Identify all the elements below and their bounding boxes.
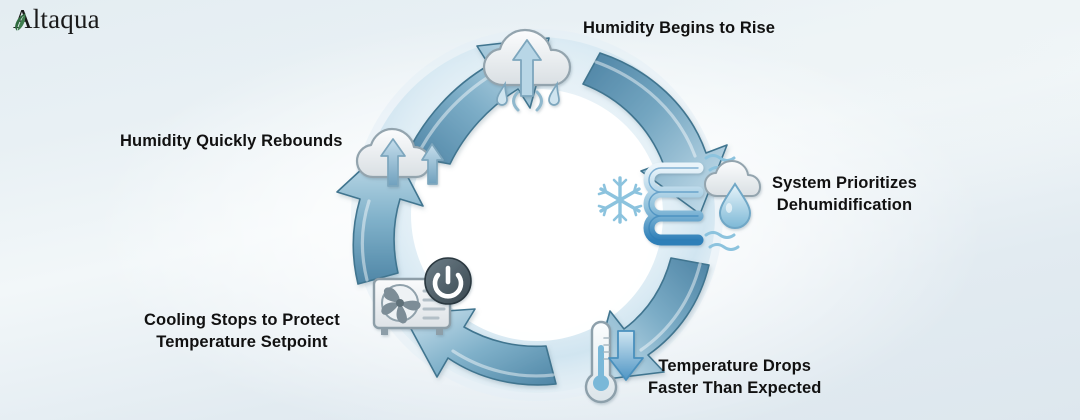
- arrow-cooling-to-rebound: [336, 142, 424, 285]
- brand-logo: Altaqua: [12, 6, 100, 33]
- node-cooling-stops: [372, 257, 472, 335]
- label-humidity-rebounds: Humidity Quickly Rebounds: [120, 132, 343, 150]
- cloud-rain-up-arrow-icon: [482, 28, 572, 112]
- label-temperature-drop: Temperature Drops Faster Than Expected: [648, 357, 822, 398]
- cloud-droplet-icon: [704, 160, 761, 229]
- snowflake-icon: [597, 176, 643, 224]
- node-humidity-rise: [482, 28, 572, 112]
- brand-name: Altaqua: [13, 4, 100, 34]
- down-arrow-icon: [608, 330, 644, 381]
- power-button-icon: [424, 257, 472, 305]
- evaporator-coil-icon: [643, 162, 704, 246]
- node-system-dehumidification: [597, 154, 761, 251]
- cloud-up-arrows-icon: [355, 127, 444, 187]
- thermometer-icon: [584, 320, 618, 404]
- label-cooling-stops: Cooling Stops to Protect Temperature Set…: [144, 311, 340, 352]
- label-humidity-rise: Humidity Begins to Rise: [583, 19, 776, 37]
- label-system-dehumidification: System Prioritizes Dehumidification: [772, 174, 917, 215]
- node-humidity-rebounds: [355, 127, 444, 187]
- node-temperature-drop: [584, 320, 644, 404]
